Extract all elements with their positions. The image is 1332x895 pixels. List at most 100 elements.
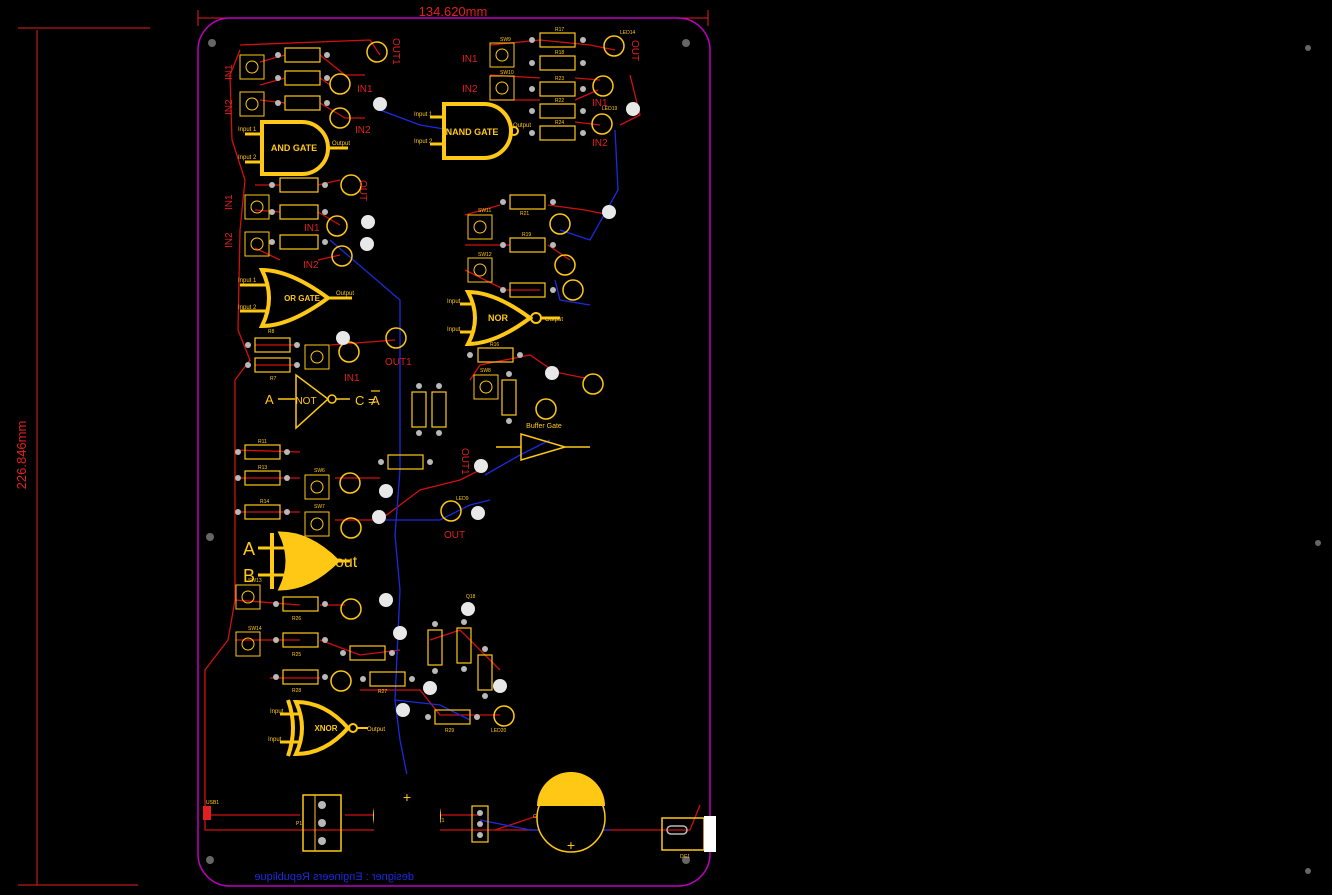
- designator-sw6: SW6: [314, 468, 325, 474]
- net-label-out-b: OUT: [629, 40, 640, 61]
- xor-a-label: A: [243, 539, 255, 559]
- not-gate-symbol: A NOT C = A: [265, 373, 380, 430]
- designator-sw8: SW8: [480, 368, 491, 374]
- and-gate-symbol: AND GATE Input 1 Input 2 Output: [238, 120, 350, 176]
- designator-r21: R21: [520, 211, 529, 217]
- transistor-footprints: [336, 97, 640, 717]
- designator-sw13: SW13: [248, 578, 262, 584]
- net-label-in2-f: IN2: [462, 84, 478, 95]
- net-label-out1-c: OUT1: [459, 448, 470, 475]
- designator-dc1: DC1: [680, 854, 690, 860]
- xnor-output-label: Output: [367, 727, 385, 733]
- and-input2-label: Input 2: [238, 155, 257, 161]
- and-gate-label: AND GATE: [271, 143, 317, 153]
- not-body-label: NOT: [295, 396, 316, 407]
- pads: [235, 37, 586, 845]
- designator-sw7: SW7: [314, 504, 325, 510]
- dimension-width-label: 134.620mm: [419, 4, 488, 19]
- nand-gate-symbol: NAND GATE Input 1 Input 2 Output: [414, 102, 531, 160]
- net-label-in1-g: IN1: [592, 98, 608, 109]
- xnor-input2-label: Input: [268, 737, 282, 743]
- dimension-height-label: 226.846mm: [14, 421, 29, 490]
- board-outline: [197, 17, 711, 887]
- xnor-gate-label: XNOR: [314, 724, 337, 733]
- nand-input2-label: Input 2: [414, 139, 433, 145]
- dimension-height: 226.846mm: [14, 27, 150, 886]
- nor-input2-label: Input: [447, 327, 461, 333]
- not-a-label: A: [265, 392, 274, 407]
- designator-sw10: SW10: [500, 70, 514, 76]
- net-label-in1-c: IN1: [224, 194, 235, 210]
- or-input1-label: Input 1: [238, 278, 257, 284]
- and-input1-label: Input 1: [238, 127, 257, 133]
- nor-gate-symbol: NOR Input Input Output: [447, 289, 563, 347]
- net-labels: IN1 IN2 OUT1 IN1 IN2 IN1 IN2 OUT IN1 IN2…: [224, 38, 640, 541]
- usb-footprint: [203, 806, 211, 820]
- switch-footprints: [235, 42, 515, 657]
- net-label-out-c: OUT: [444, 530, 465, 541]
- designator-r8: R8: [268, 329, 275, 335]
- dimension-width: 134.620mm: [197, 4, 709, 26]
- or-gate-symbol: OR GATE Input 1 Input 2 Output: [238, 267, 354, 329]
- net-label-in1-e: IN1: [344, 373, 360, 384]
- regulator-footprint: [471, 805, 489, 843]
- net-label-in2-d: IN2: [303, 260, 319, 271]
- designator-r19: R19: [522, 232, 531, 238]
- designator-sw11: SW11: [478, 208, 491, 214]
- xor-out-label: out: [335, 554, 358, 571]
- net-label-in1: IN1: [224, 64, 235, 80]
- terminal-block-p1: [302, 794, 342, 852]
- designator-r27: R26: [292, 616, 301, 622]
- or-output-label: Output: [336, 291, 354, 297]
- nor-gate-label: NOR: [488, 313, 509, 323]
- designator-led9: LED9: [456, 496, 469, 502]
- and-output-label: Output: [332, 141, 350, 147]
- mounting-holes: [206, 39, 1321, 874]
- designator-r14: R14: [260, 499, 269, 505]
- designator-r28: R27: [378, 689, 387, 695]
- buffer-gate-label: Buffer Gate: [526, 423, 562, 430]
- designator-r29: R28: [292, 688, 301, 694]
- nand-gate-label: NAND GATE: [446, 127, 499, 137]
- xnor-gate-symbol: XNOR Input Input Output: [268, 699, 385, 757]
- designator-r18: R18: [555, 50, 564, 56]
- net-label-in2-b: IN2: [355, 125, 371, 136]
- net-label-out1-b: OUT1: [385, 357, 412, 368]
- xor-b-label: B: [243, 566, 255, 586]
- buffer-gate-symbol: Buffer Gate: [496, 423, 590, 462]
- designator-led14: LED14: [620, 30, 636, 36]
- nand-output-label: Output: [513, 123, 531, 129]
- designators: SW9 SW10 R17 R18 R23 R22 R24 LED14 LED19…: [206, 27, 690, 860]
- designator-led19: LED19: [602, 106, 618, 112]
- not-c-label: C =: [355, 393, 376, 408]
- designator-c1: C1: [438, 818, 445, 824]
- nand-input1-label: Input 1: [414, 112, 433, 118]
- designator-r30: R29: [445, 728, 454, 734]
- xnor-input1-label: Input: [270, 709, 284, 715]
- designator-r11: R11: [258, 439, 267, 445]
- designator-r17: R17: [555, 27, 564, 33]
- svg-text:+: +: [567, 837, 575, 853]
- svg-text:+: +: [403, 789, 411, 805]
- designator-r7: R7: [270, 376, 277, 382]
- net-label-in1-f: IN1: [462, 54, 478, 65]
- not-abar-label: A: [371, 393, 380, 408]
- net-label-in2-g: IN2: [592, 138, 608, 149]
- designator-r13: R13: [258, 465, 267, 471]
- designer-credit: designer : Engineers Republique: [254, 871, 414, 883]
- net-label-in1-b: IN1: [357, 84, 373, 95]
- designator-p1: P1: [296, 821, 302, 827]
- designator-sw9: SW9: [500, 37, 511, 43]
- designator-r26: R25: [292, 652, 301, 658]
- designator-r24: R24: [555, 120, 564, 126]
- power-section: + +: [203, 772, 716, 856]
- net-label-out1: OUT1: [390, 38, 401, 65]
- resistor-footprints: [244, 32, 576, 725]
- led-footprints: [326, 35, 625, 727]
- nor-output-label: Output: [545, 317, 563, 323]
- or-input2-label: Input 2: [238, 305, 257, 311]
- or-gate-label: OR GATE: [284, 294, 321, 303]
- net-label-in1-d: IN1: [304, 223, 320, 234]
- net-label-in2-c: IN2: [224, 232, 235, 248]
